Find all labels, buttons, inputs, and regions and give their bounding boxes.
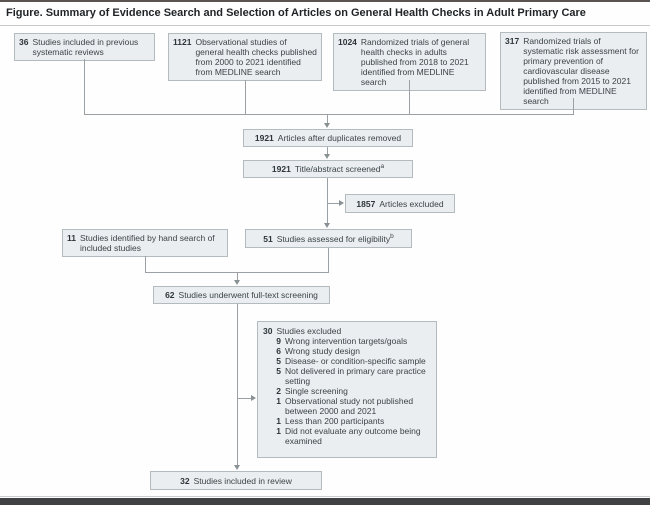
node-label: Studies included in review xyxy=(193,475,292,486)
exclusion-reason: 1 Observational study not published betw… xyxy=(276,396,414,416)
title-divider xyxy=(0,25,650,26)
node-count: 51 xyxy=(263,233,273,244)
node-label: Randomized trials of general health chec… xyxy=(360,37,470,87)
exclusion-reason: 1 Did not evaluate any outcome being exa… xyxy=(276,426,421,446)
flow-node-articles-excluded: 1857 Articles excluded xyxy=(345,194,455,213)
bottom-divider-dark xyxy=(0,498,650,505)
connector-line xyxy=(409,80,410,114)
node-label: Articles after duplicates removed xyxy=(277,133,402,143)
node-count: 1121 xyxy=(173,37,192,47)
node-label: Articles excluded xyxy=(379,198,444,209)
exclusion-reason: 9 Wrong intervention targets/goals xyxy=(276,336,408,346)
node-label: Title/abstract screeneda xyxy=(294,163,385,174)
node-count: 11 xyxy=(67,233,76,243)
arrowhead-down xyxy=(324,123,330,128)
node-count: 32 xyxy=(180,475,190,486)
connector-line xyxy=(327,114,328,124)
node-count: 317 xyxy=(505,36,520,46)
arrowhead-right xyxy=(251,395,256,401)
connector-line xyxy=(328,248,329,273)
connector-line xyxy=(84,114,574,115)
connector-line xyxy=(327,178,328,223)
flow-node-previous-reviews: 36 Studies included in previous systemat… xyxy=(14,33,155,61)
node-count: 1857 xyxy=(356,198,376,209)
connector-line xyxy=(237,272,238,280)
node-count: 62 xyxy=(165,290,175,300)
connector-line xyxy=(327,203,340,204)
flow-node-title-abstract-screened: 1921 Title/abstract screeneda xyxy=(243,160,413,178)
exclusion-reason: 1 Less than 200 participants xyxy=(276,416,385,426)
arrowhead-down xyxy=(324,154,330,159)
node-label: Observational studies of general health … xyxy=(195,37,317,77)
arrowhead-down xyxy=(324,223,330,228)
exclusion-reason: 5 Disease- or condition-specific sample xyxy=(276,356,426,366)
node-count: 1024 xyxy=(338,37,357,47)
exclusion-reason: 6 Wrong study design xyxy=(276,346,360,356)
connector-line xyxy=(84,59,85,114)
exclusion-header: 30 Studies excluded xyxy=(263,326,431,336)
node-count: 1921 xyxy=(254,133,274,143)
connector-line xyxy=(327,147,328,154)
exclusion-reason-list: 9 Wrong intervention targets/goals 6 Wro… xyxy=(263,336,431,446)
exclusion-reason: 2 Single screening xyxy=(276,386,348,396)
node-count: 1921 xyxy=(271,164,291,174)
flow-node-observational-studies: 1121 Observational studies of general he… xyxy=(168,33,322,81)
flow-node-assessed-eligibility: 51 Studies assessed for eligibilityb xyxy=(245,229,412,248)
connector-line xyxy=(237,304,238,465)
node-label: Randomized trials of systematic risk ass… xyxy=(523,36,639,106)
figure-title: Figure. Summary of Evidence Search and S… xyxy=(6,7,586,19)
connector-line xyxy=(237,398,252,399)
node-label: Studies identified by hand search of inc… xyxy=(80,233,215,253)
node-label: Studies included in previous systematic … xyxy=(32,37,139,57)
flow-node-hand-search: 11 Studies identified by hand search of … xyxy=(62,229,228,257)
node-count: 36 xyxy=(19,37,29,47)
connector-line xyxy=(245,80,246,114)
bottom-divider-light xyxy=(0,496,650,497)
arrowhead-right xyxy=(339,200,344,206)
node-count: 30 xyxy=(263,326,273,336)
arrowhead-down xyxy=(234,280,240,285)
node-label: Studies excluded xyxy=(276,326,342,336)
footnote-marker-a: a xyxy=(380,163,385,171)
flow-node-studies-excluded-detail: 30 Studies excluded 9 Wrong intervention… xyxy=(257,321,437,458)
arrowhead-down xyxy=(234,465,240,470)
flow-node-duplicates-removed: 1921 Articles after duplicates removed xyxy=(243,129,413,147)
connector-line xyxy=(145,256,146,273)
flow-node-included-in-review: 32 Studies included in review xyxy=(150,471,322,490)
footnote-marker-b: b xyxy=(390,232,394,240)
connector-line xyxy=(573,98,574,114)
node-label: Studies assessed for eligibilityb xyxy=(276,232,394,244)
node-label: Studies underwent full-text screening xyxy=(178,290,318,300)
exclusion-reason: 5 Not delivered in primary care practice… xyxy=(276,366,426,386)
flow-node-full-text-screening: 62 Studies underwent full-text screening xyxy=(153,286,330,304)
